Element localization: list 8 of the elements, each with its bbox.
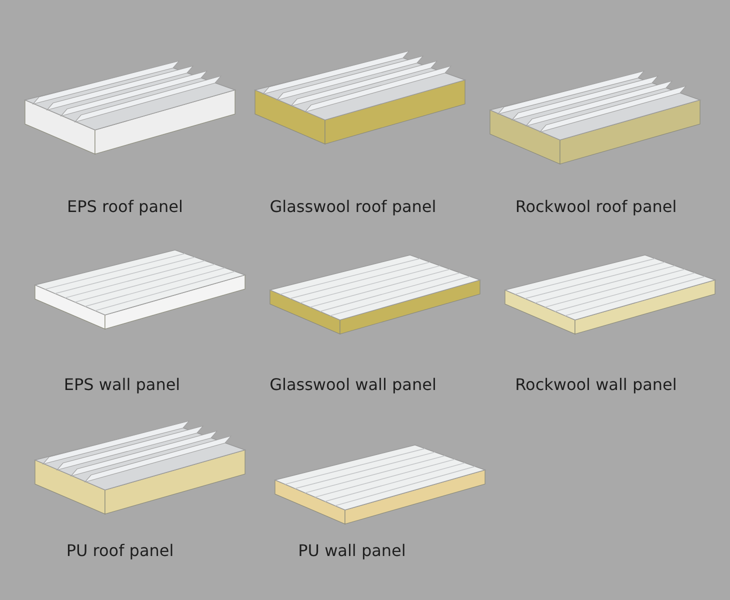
panel-caption: PU wall panel [297, 541, 407, 560]
panel-caption: Rockwool roof panel [514, 197, 678, 216]
panel-caption: PU roof panel [65, 541, 175, 560]
panel-caption: Glasswool roof panel [268, 197, 438, 216]
panel-caption: EPS roof panel [66, 197, 184, 216]
panel-caption: Glasswool wall panel [268, 375, 438, 394]
panel-caption: EPS wall panel [62, 375, 182, 394]
panel-caption: Rockwool wall panel [514, 375, 678, 394]
